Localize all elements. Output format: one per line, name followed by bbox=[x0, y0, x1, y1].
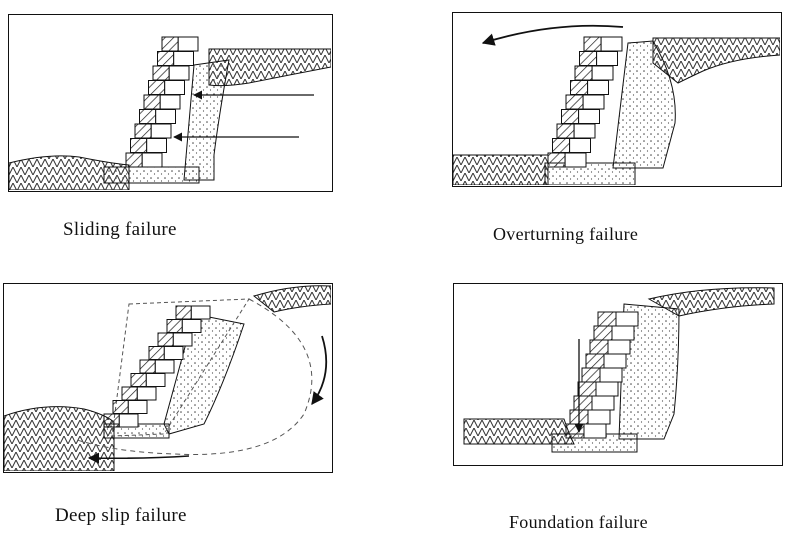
panel-sliding bbox=[8, 14, 333, 192]
panel-deep-slip bbox=[3, 283, 333, 473]
wall-block bbox=[565, 94, 605, 110]
wall-block bbox=[589, 339, 631, 355]
wall-block bbox=[556, 123, 596, 139]
wall-block bbox=[148, 346, 184, 360]
sliding-diagram bbox=[9, 36, 331, 190]
wall-block bbox=[166, 319, 202, 333]
wall-block bbox=[593, 325, 635, 341]
ground-top bbox=[647, 287, 775, 317]
wall-block bbox=[565, 423, 607, 439]
backfill bbox=[612, 40, 676, 169]
wall-block bbox=[569, 409, 611, 425]
overturning-diagram bbox=[453, 24, 780, 185]
caption-foundation: Foundation failure bbox=[509, 512, 648, 532]
ground-top bbox=[252, 285, 331, 313]
deep-slip-diagram bbox=[4, 285, 331, 471]
wall-block bbox=[561, 109, 600, 124]
ground-left bbox=[4, 406, 115, 471]
footing bbox=[103, 166, 200, 184]
curved-arrow-icon bbox=[481, 24, 624, 46]
wall-block bbox=[157, 332, 193, 347]
wall-block bbox=[547, 152, 587, 168]
wall-block bbox=[103, 413, 139, 428]
wall-block bbox=[125, 152, 163, 168]
wall-block bbox=[130, 373, 166, 387]
foundation-diagram bbox=[463, 287, 775, 453]
wall-block bbox=[583, 36, 623, 52]
ground-top bbox=[652, 37, 780, 84]
arrow-bottom bbox=[87, 452, 190, 464]
wall-block bbox=[574, 65, 614, 81]
wall-block bbox=[577, 381, 619, 397]
wall-block bbox=[161, 36, 199, 52]
wall-block bbox=[152, 65, 190, 81]
wall-block bbox=[573, 395, 615, 411]
wall-block bbox=[112, 400, 148, 414]
wall-block bbox=[139, 109, 176, 124]
wall-blocks bbox=[125, 36, 199, 168]
wall-block bbox=[130, 138, 167, 153]
backfill bbox=[183, 59, 230, 181]
wall-block bbox=[570, 80, 610, 95]
wall-block bbox=[148, 80, 185, 95]
backfill bbox=[163, 313, 245, 435]
wall-block bbox=[579, 51, 619, 66]
footing bbox=[544, 162, 636, 185]
caption-sliding: Sliding failure bbox=[63, 219, 177, 240]
wall-block bbox=[121, 386, 157, 401]
caption-deep-slip: Deep slip failure bbox=[55, 505, 187, 526]
slip-circle bbox=[73, 298, 313, 455]
wall-block bbox=[175, 305, 211, 320]
panel-overturning bbox=[452, 12, 782, 187]
wall-block bbox=[157, 51, 194, 66]
wall-block bbox=[139, 359, 175, 374]
panel-foundation bbox=[453, 283, 783, 466]
curved-arrow-right bbox=[311, 335, 328, 406]
wall-block bbox=[143, 94, 181, 110]
wall-block bbox=[597, 311, 639, 327]
wall-block bbox=[585, 353, 627, 369]
caption-overturning: Overturning failure bbox=[493, 224, 639, 244]
slip-zone bbox=[111, 298, 250, 437]
wall-block bbox=[134, 123, 172, 139]
ground-left bbox=[453, 154, 549, 185]
wall-block bbox=[581, 367, 623, 383]
wall-block bbox=[552, 138, 591, 153]
